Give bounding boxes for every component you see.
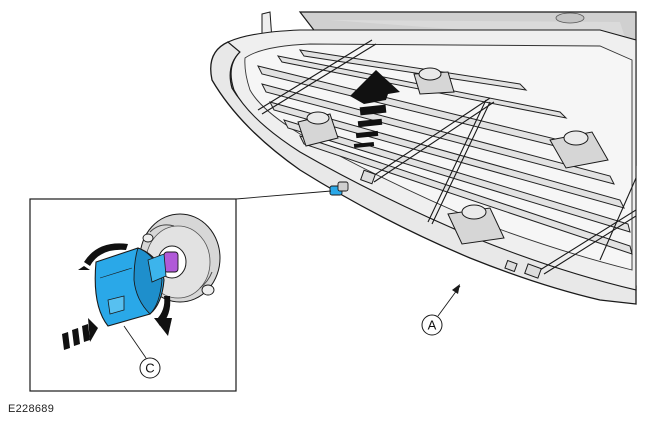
mounting-clamp: [549, 130, 609, 169]
up-arrow-icon: [350, 70, 400, 149]
mounting-clamp: [447, 204, 505, 245]
mounting-clamp: [413, 67, 455, 95]
callout-c-label: C: [145, 361, 154, 376]
roof-box-illustration: [210, 11, 637, 305]
lock-cylinder: [94, 247, 167, 327]
detail-leader-line: [235, 190, 332, 200]
figure-reference-code: E228689: [8, 403, 55, 415]
callout-c-leader: [123, 325, 147, 359]
callout-a: A: [421, 314, 443, 336]
cargo-straps: [257, 39, 637, 275]
callout-c: C: [139, 357, 161, 379]
mounting-clamp: [297, 111, 339, 147]
rotate-arrow-icon: [78, 243, 172, 336]
lock-detail-inset: C: [29, 198, 237, 392]
lock-cylinder-on-box: [329, 181, 349, 196]
callout-a-label: A: [428, 318, 437, 333]
push-arrow-icon: [62, 318, 98, 350]
